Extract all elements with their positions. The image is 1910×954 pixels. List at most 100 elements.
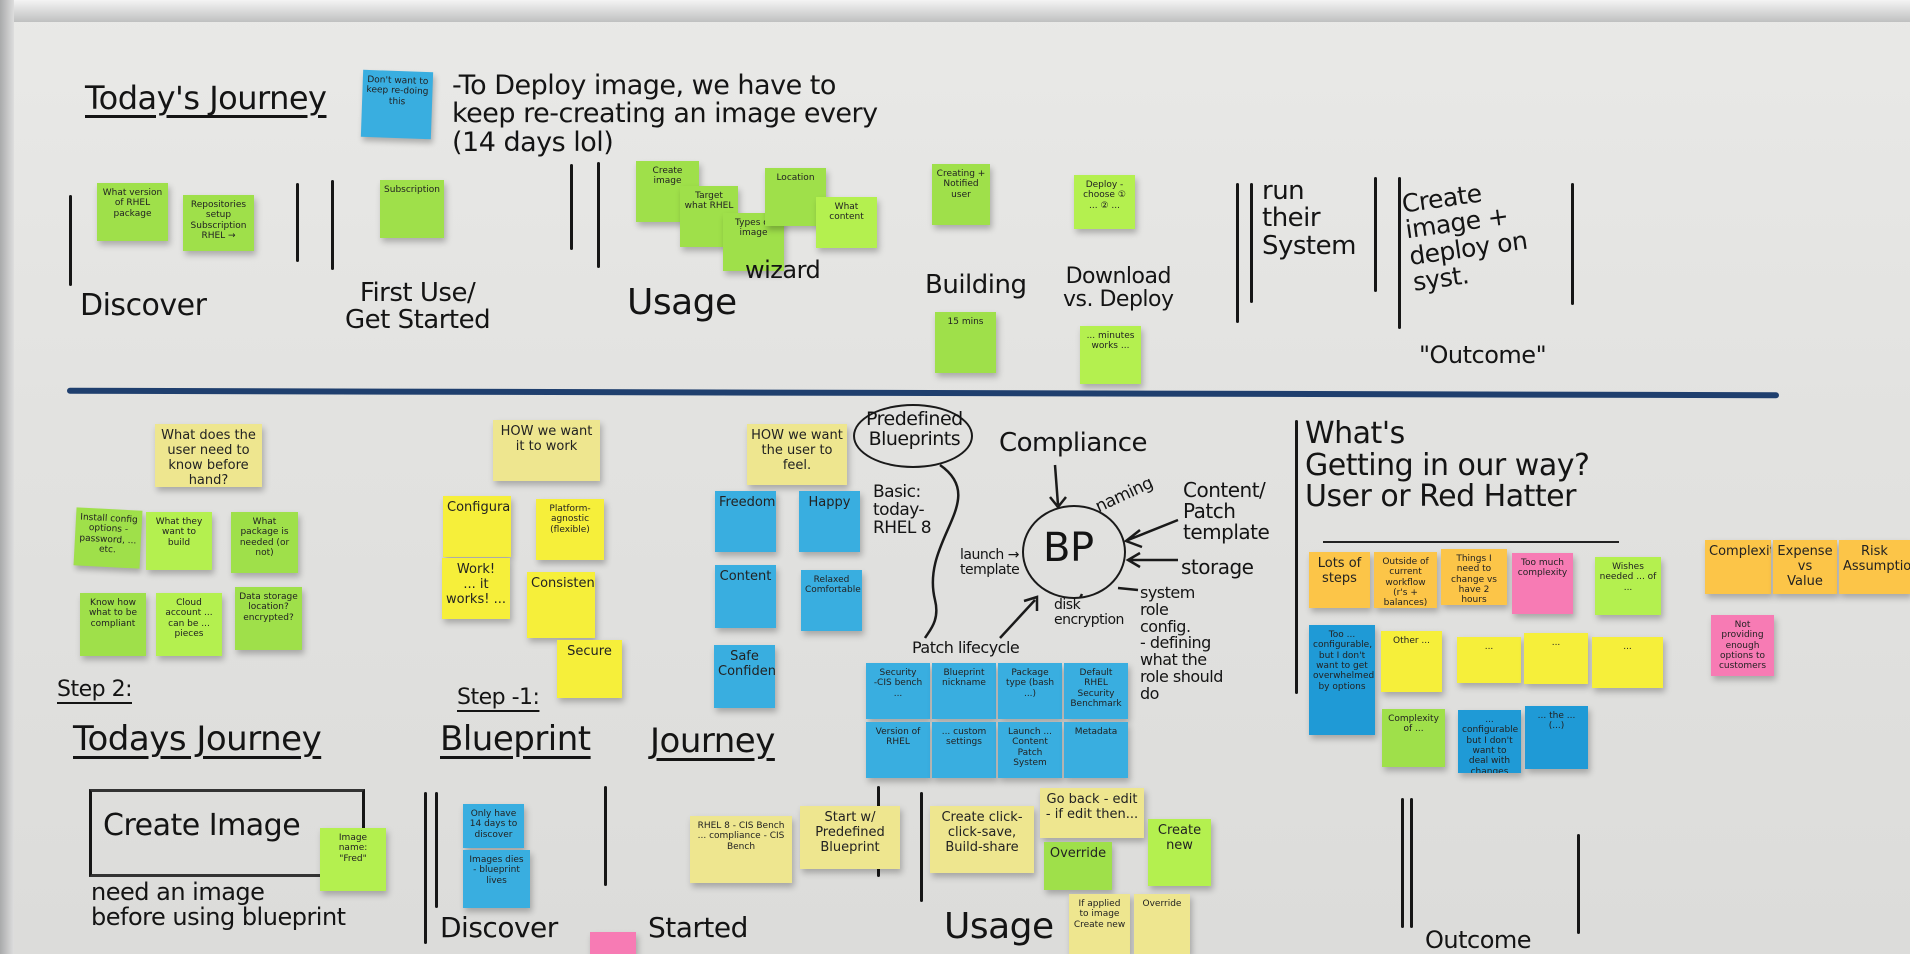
sticky-note: Images dies - blueprint lives [463,850,530,908]
sticky-note: If applied to image Create new [1069,894,1130,954]
sticky-note: Work! ... it works! ... [442,558,510,619]
sticky-note: ... [1457,637,1521,683]
sticky-note [590,932,636,954]
bp-center-label: BP [1043,525,1094,571]
sticky-note: What package is needed (or not) [231,512,298,573]
phase-discover-bottom: Discover [440,911,558,944]
sticky-note: Platform-agnostic (flexible) [536,499,604,560]
phase-divider [69,195,72,286]
column-header-note: What does the user need to know before h… [155,424,262,487]
sticky-note: Deploy - choose ① ... ② ... [1074,175,1135,229]
title-underline [1323,541,1619,543]
section-divider-vertical [1295,420,1298,694]
bp-disk-encryption: disk encryption [1054,597,1124,628]
bp-system-role: system role config. - defining what the … [1140,583,1223,703]
sticky-note: Safe Confident [714,645,775,708]
bp-launch-template: launch → template [960,547,1020,578]
phase-divider [1571,183,1574,305]
sticky-note: ... [1592,637,1663,688]
sticky-note: Too much complexity [1512,553,1573,614]
sticky-note: Complexity of ... [1382,709,1445,767]
sticky-note: Cloud account ... can be ... pieces [156,593,222,656]
sticky-note: 15 mins [935,312,996,373]
blueprint-heading: Blueprint [440,719,591,759]
need-image-text: need an image before using blueprint [91,878,346,932]
sticky-note: Go back - edit - if edit then... [1040,788,1144,838]
phase-started: Started [648,911,748,944]
sticky-note: ... [1524,633,1588,684]
sticky-note: Consistent [527,572,595,638]
sticky-note: Happy [799,491,860,552]
sticky-note: Configurable [443,496,511,557]
obstacles-title: What's Getting in our way? User or Red H… [1305,416,1590,514]
sticky-note: RHEL 8 - CIS Bench ... compliance - CIS … [690,816,792,883]
phase-discover: Discover [80,288,207,323]
sticky-note: Complexity [1705,540,1771,594]
whiteboard-frame-top [0,0,1910,22]
sticky-note: Version of RHEL [866,722,930,778]
predefined-blueprints-label: Predefined Blueprints [866,408,963,450]
sticky-note: Start w/ Predefined Blueprint [800,806,900,869]
column-header-note: HOW we want the user to feel. [747,424,847,485]
arrow-icon [1049,464,1067,510]
sticky-note: Metadata [1064,722,1128,778]
sticky-note: ... configurable but I don't want to dea… [1458,710,1521,773]
sticky-note: Repositories setup Subscription RHEL → [183,195,254,251]
sticky-note: Outside of current workflow (r's + balan… [1374,552,1437,608]
phase-divider [424,792,427,944]
create-image-label: Create Image [103,808,301,843]
phase-divider [296,183,299,262]
sticky-note: Relaxed Comfortable [801,570,862,631]
todays-journey-title: Today's Journey [85,79,327,117]
sticky-note: Freedom [715,491,776,552]
bp-content-patch: Content/ Patch template [1183,478,1270,544]
bp-patch-lifecycle: Patch lifecycle [912,638,1020,657]
phase-divider [1374,177,1377,292]
phase-divider [597,162,600,268]
deploy-note-text: -To Deploy image, we have to keep re-cre… [452,70,878,158]
phase-divider [331,180,334,270]
phase-divider [1401,798,1404,928]
sticky-note: ... custom settings [932,722,996,778]
arrow-icon [1117,586,1139,592]
predefined-blueprints-oval [853,404,973,468]
column-header-note: HOW we want it to work [493,420,600,481]
arrow-icon [1125,551,1178,569]
todays-journey-heading: Todays Journey [73,719,322,759]
step-minus-1-label: Step -1: [457,685,540,710]
arrow-icon [1078,593,1084,599]
connector-line [923,463,960,639]
sticky-note: Blueprint nickname [932,663,996,719]
phase-first-use: First Use/ Get Started [345,278,491,336]
phase-divider [920,792,923,902]
sticky-note: Override [1134,894,1190,954]
phase-divider [1250,183,1253,303]
sticky-note: Know how what to be compliant [80,593,146,656]
sticky-note: ... the ... (...) [1525,706,1588,769]
sticky-note: Create new [1148,819,1211,886]
sticky-note: Secure [557,640,622,698]
sticky-note: Location [765,168,826,226]
phase-wizard: wizard [745,256,821,284]
phase-divider [435,792,438,908]
bp-circle [1022,505,1126,599]
sticky-note: Create click-click-save, Build-share [930,806,1034,873]
phase-building: Building [925,270,1027,300]
sticky-note: Other ... [1381,631,1442,692]
sticky-note: Things I need to change vs have 2 hours [1441,549,1507,605]
sticky-note: Wishes needed ... of ... [1595,557,1661,615]
whiteboard-frame-left [0,0,14,954]
phase-run-system: run their System [1262,176,1356,261]
phase-outcome-bottom: Outcome [1425,926,1532,954]
sticky-note: Too ... configurable, but I don't want t… [1309,625,1375,735]
sticky-note: Expense vs Value [1773,540,1837,594]
sticky-note: Risk Assumption [1839,540,1910,594]
sticky-note: Launch ... Content Patch System [998,722,1062,778]
sticky-note: Security -CIS bench ... [866,663,930,719]
bp-compliance: Compliance [999,428,1148,458]
phase-divider [1398,177,1401,329]
phase-divider [1236,183,1239,323]
bp-storage: storage [1181,555,1254,579]
